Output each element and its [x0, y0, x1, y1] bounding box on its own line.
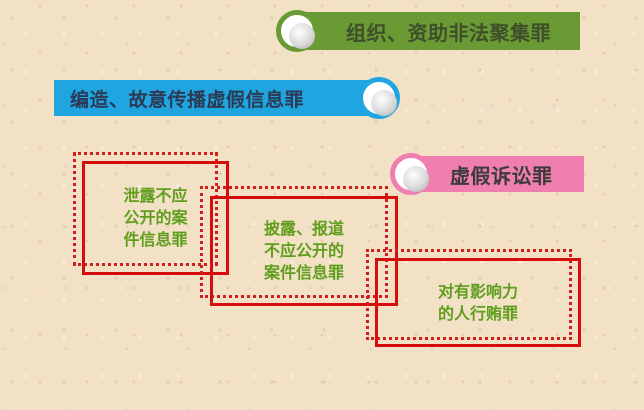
box-1: 泄露不应 公开的案 件信息罪 [82, 161, 229, 275]
box-3-text: 对有影响力 的人行贿罪 [437, 281, 518, 323]
box-3-dotted-frame [366, 249, 572, 340]
banner-blue-label: 编造、故意传播虚假信息罪 [70, 88, 305, 111]
banner-blue: 编造、故意传播虚假信息罪 [54, 77, 400, 119]
box-2-text: 披露、报道 不应公开的 案件信息罪 [263, 219, 344, 282]
circle-marker-icon [358, 77, 400, 119]
box-3: 对有影响力 的人行贿罪 [375, 258, 581, 347]
banner-green-label: 组织、资助非法聚集罪 [346, 20, 551, 45]
box-2-dotted-frame [200, 186, 388, 298]
banner-pink-label: 虚假诉讼罪 [450, 163, 553, 188]
box-2: 披露、报道 不应公开的 案件信息罪 [210, 196, 398, 306]
box-1-dotted-frame [73, 152, 218, 266]
circle-marker-icon [276, 10, 318, 52]
circle-marker-icon [390, 153, 432, 195]
box-1-text: 泄露不应 公开的案 件信息罪 [123, 186, 188, 249]
banner-green: 组织、资助非法聚集罪 [276, 10, 580, 52]
banner-pink: 虚假诉讼罪 [390, 153, 584, 195]
